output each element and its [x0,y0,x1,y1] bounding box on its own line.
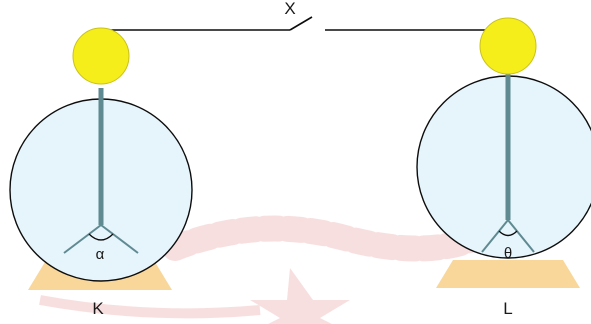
electroscope-k-leaf-right [100,224,139,254]
switch-lever [289,16,313,31]
electroscope-k: α K [9,27,193,318]
electroscope-l-jar [416,75,591,259]
electroscope-l-label: L [503,299,512,318]
electroscope-l: θ L [416,17,591,318]
electroscope-k-angle-arc [88,233,114,241]
electroscope-k-leaf-left [63,224,102,254]
wire-with-switch: X [101,0,502,31]
electroscope-l-angle-label: θ [504,245,512,262]
electroscope-k-label: K [92,299,104,318]
electroscope-k-angle-label: α [96,246,105,263]
electroscope-l-base [436,260,580,288]
electroscope-l-leaf-left [481,219,509,253]
electroscope-k-ball [72,27,130,85]
watermark [39,215,483,324]
electroscope-l-angle-arc [498,230,518,237]
electroscope-l-leaf-right [507,219,535,253]
electroscope-l-ball [479,17,537,75]
switch-label: X [284,0,295,18]
